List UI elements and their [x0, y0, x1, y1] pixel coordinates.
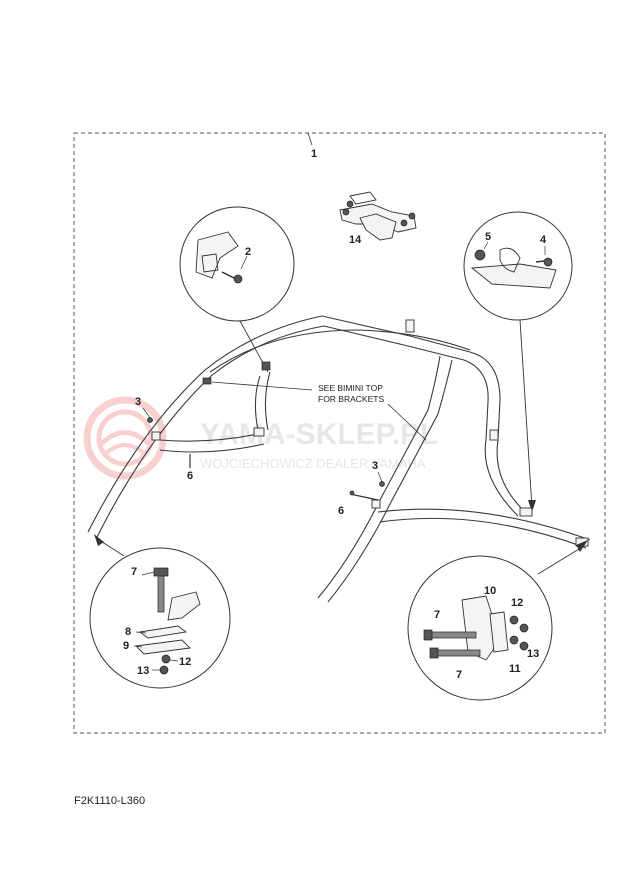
callout-10: 10: [484, 585, 496, 597]
callout-7-right-top: 7: [434, 609, 440, 621]
callout-3-right: 3: [372, 460, 378, 472]
callout-9: 9: [123, 640, 129, 652]
knob-icon: [233, 274, 243, 284]
callout-11: 11: [509, 663, 521, 675]
callout-13-right: 13: [527, 648, 539, 660]
callout-4: 4: [540, 234, 547, 246]
callout-7-right-bottom: 7: [456, 669, 462, 681]
detail-circle-base-right: [407, 555, 553, 701]
callout-3-left: 3: [135, 396, 141, 408]
callout-6-right: 6: [338, 505, 344, 517]
detail-circle-base-left: [89, 547, 231, 689]
watermark-sub-text: WOJCIECHOWICZ DEALER YAMAHA: [200, 456, 426, 471]
figure-code: F2K1110-L360: [74, 795, 146, 807]
callout-7-left: 7: [131, 566, 137, 578]
detail-leader-base-right: [537, 545, 585, 575]
knob-icon-5: [474, 249, 486, 261]
detail-leader-clamp: [519, 319, 533, 509]
watermark: YAMA-SKLEP.PL WOJCIECHOWICZ DEALER YAMAH…: [83, 396, 438, 480]
callout-12-right: 12: [511, 597, 523, 609]
callout-6-left: 6: [187, 470, 193, 482]
callout-1: 1: [311, 148, 317, 160]
part-14-bracket: [339, 191, 417, 241]
tower-frame: [87, 315, 591, 603]
detail-circle-clamp: [463, 211, 573, 321]
callout-5: 5: [485, 231, 491, 243]
callout-14: 14: [349, 234, 362, 246]
callout-13-left: 13: [137, 665, 149, 677]
knob-icon-4: [543, 257, 553, 267]
callout-12-left: 12: [179, 656, 191, 668]
note-leader-left: [211, 381, 313, 391]
detail-circle-knob: [179, 206, 295, 322]
watermark-main-text: YAMA-SKLEP.PL: [200, 418, 438, 451]
note-line-1: SEE BIMINI TOP: [318, 383, 383, 393]
callout-2: 2: [245, 246, 251, 258]
note-leader-right: [387, 403, 427, 441]
kit-boundary-frame: [73, 132, 606, 734]
note-line-2: FOR BRACKETS: [318, 394, 384, 404]
callout-8: 8: [125, 626, 131, 638]
watermark-logo-icon: [83, 396, 167, 480]
kit-leader-line: [307, 132, 313, 146]
